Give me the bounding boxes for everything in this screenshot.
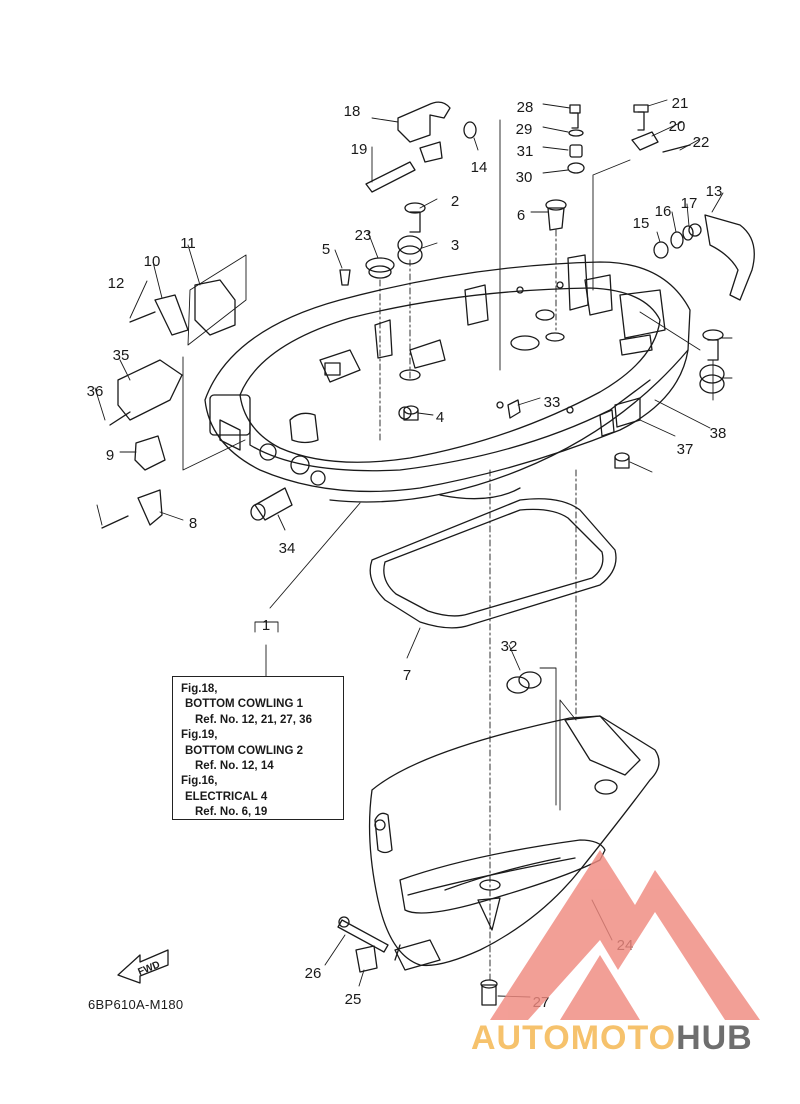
ref-line: Fig.19,: [181, 729, 218, 742]
callout-38: 38: [710, 425, 727, 442]
callout-10: 10: [144, 253, 161, 270]
ref-line: BOTTOM COWLING 1: [185, 698, 303, 711]
callout-25: 25: [345, 991, 362, 1008]
callout-30: 30: [516, 169, 533, 186]
ref-line: Fig.18,: [181, 683, 218, 695]
callout-26: 26: [305, 965, 322, 982]
brand-part1: AUTOMOTO: [471, 1019, 677, 1057]
callout-7: 7: [403, 667, 411, 684]
callout-2: 2: [451, 193, 459, 210]
callout-35: 35: [113, 347, 130, 364]
callout-13: 13: [706, 183, 723, 200]
callout-4: 4: [436, 409, 444, 426]
callout-12: 12: [108, 275, 125, 292]
small-parts: [101, 101, 755, 1006]
callout-17: 17: [681, 195, 698, 212]
callout-31: 31: [517, 143, 534, 160]
ref-line: Ref. No. 12, 21, 27, 36: [195, 713, 312, 726]
callout-20: 20: [669, 118, 686, 135]
ref-line: ELECTRICAL 4: [185, 790, 268, 803]
callout-21: 21: [672, 95, 689, 112]
ref-line: Ref. No. 12, 14: [195, 760, 274, 773]
ref-line: Fig.16,: [181, 775, 218, 788]
callout-29: 29: [516, 121, 533, 138]
callout-23: 23: [355, 227, 372, 244]
callout-9: 9: [106, 447, 114, 464]
callout-1: 1: [262, 617, 270, 634]
callout-28: 28: [517, 99, 534, 116]
seal-drawing: [369, 498, 617, 629]
callout-labels: 1234567891011121314151617181920212223242…: [87, 95, 727, 1011]
callout-37: 37: [677, 441, 694, 458]
ref-line: Ref. No. 6, 19: [195, 806, 268, 819]
brand-part2: HUB: [676, 1019, 753, 1057]
callout-32: 32: [501, 638, 518, 655]
callout-8: 8: [189, 515, 197, 532]
upper-cowling-drawing: [204, 254, 691, 503]
callout-34: 34: [279, 540, 296, 557]
leader-lines: [94, 99, 733, 998]
callout-33: 33: [544, 394, 561, 411]
callout-3: 3: [451, 237, 459, 254]
callout-5: 5: [322, 241, 330, 258]
callout-11: 11: [180, 235, 196, 252]
callout-14: 14: [471, 159, 488, 176]
callout-6: 6: [517, 207, 525, 224]
callout-19: 19: [351, 141, 368, 158]
callout-16: 16: [655, 203, 672, 220]
callout-36: 36: [87, 383, 104, 400]
watermark-brand: AUTOMOTOHUB: [471, 1019, 753, 1058]
callout-18: 18: [344, 103, 361, 120]
reference-box: Fig.18, BOTTOM COWLING 1 Ref. No. 12, 21…: [172, 676, 344, 820]
ref-line: BOTTOM COWLING 2: [185, 744, 303, 757]
callout-15: 15: [633, 215, 650, 232]
drawing-code: 6BP610A-M180: [88, 997, 184, 1012]
callout-22: 22: [693, 134, 710, 151]
watermark-logo: [490, 850, 760, 1020]
